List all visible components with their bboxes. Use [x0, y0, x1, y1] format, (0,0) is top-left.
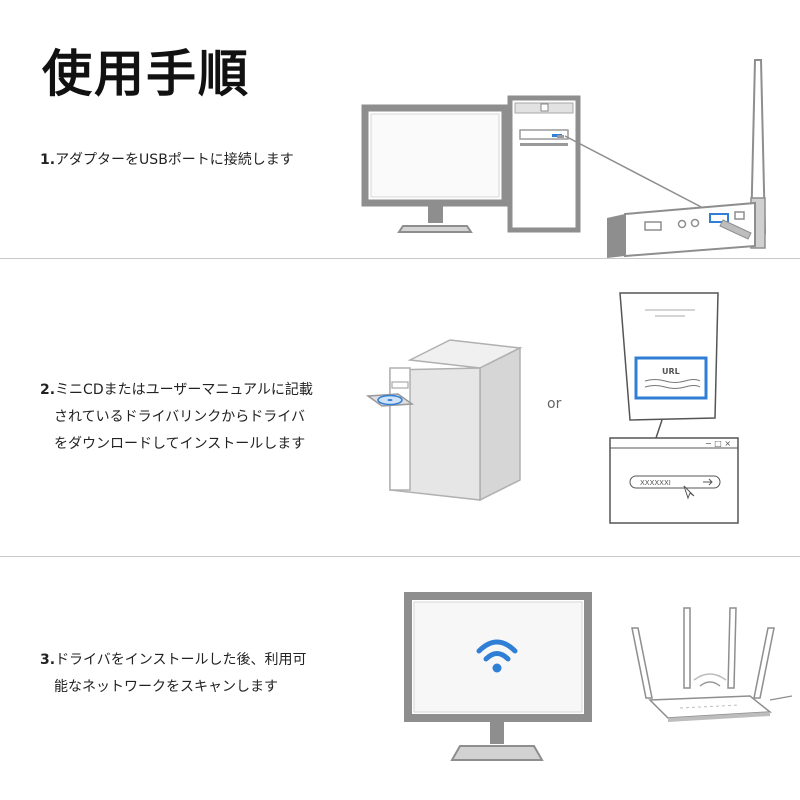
- divider-2: [0, 556, 800, 557]
- step-1-text: 1.アダプターをUSBポートに接続します: [40, 147, 294, 174]
- step-3-number: 3.: [40, 652, 56, 668]
- svg-text:− □ ×: − □ ×: [705, 439, 731, 448]
- step-3-text: 3.ドライバをインストールした後、利用可 能なネットワークをスキャンします: [40, 647, 307, 701]
- step-2-line-2: されているドライバリンクからドライバ: [54, 409, 306, 425]
- wifi-icon: [476, 639, 518, 673]
- divider-1: [0, 258, 800, 259]
- step-3-line-1: ドライバをインストールした後、利用可: [55, 652, 307, 668]
- step-3-line-2: 能なネットワークをスキャンします: [54, 679, 278, 695]
- cd-tower-illustration: [365, 339, 523, 502]
- browser-field-text: XXXXXXI: [640, 479, 671, 487]
- step-3-illustration: [404, 592, 793, 761]
- browser-window-icon: − □ × XXXXXXI: [609, 437, 739, 524]
- manual-and-browser-illustration: URL − □ × XXXXXXI: [609, 292, 739, 524]
- cd-drive-icon: [365, 339, 523, 502]
- monitor-icon: [361, 104, 509, 233]
- or-label: or: [547, 396, 562, 412]
- pc-tower-icon: [507, 95, 581, 233]
- step-1-illustration: [361, 59, 767, 258]
- step-1-number: 1.: [40, 152, 56, 168]
- step-2-line-3: をダウンロードしてインストールします: [54, 436, 306, 452]
- step-2-line-1: ミニCDまたはユーザーマニュアルに記載: [55, 382, 313, 398]
- step-1-line-1: アダプターをUSBポートに接続します: [55, 152, 294, 168]
- manual-url-label: URL: [662, 367, 680, 376]
- step-2-number: 2.: [40, 382, 56, 398]
- usb-adapter-icon: [607, 201, 756, 258]
- user-manual-icon: URL: [619, 292, 719, 421]
- page-title: 使用手順: [42, 45, 250, 103]
- step-2-text: 2.ミニCDまたはユーザーマニュアルに記載 されているドライバリンクからドライバ…: [40, 377, 313, 458]
- monitor-icon: [404, 592, 592, 761]
- router-icon: [631, 607, 793, 722]
